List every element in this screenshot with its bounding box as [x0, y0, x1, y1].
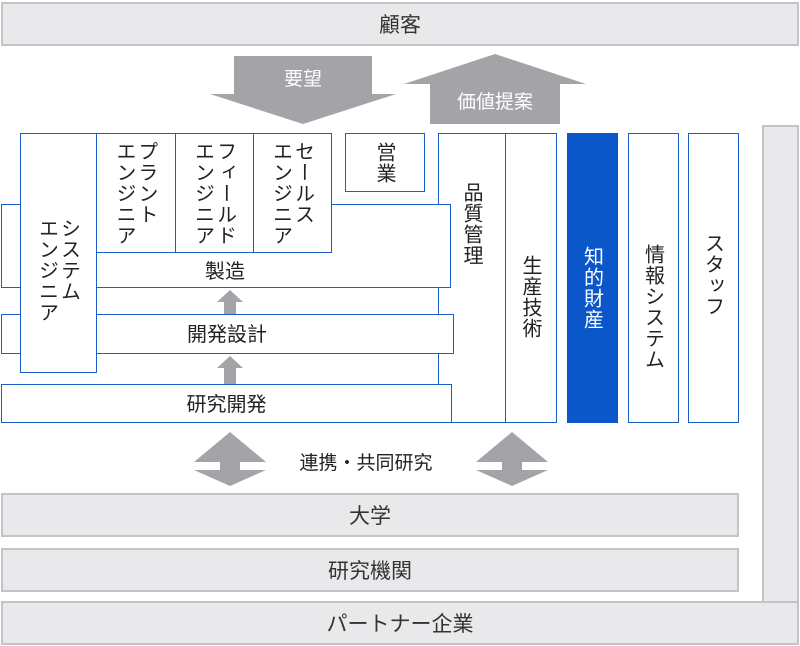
staff-column: スタッフ	[688, 133, 739, 423]
plant-engineer-box: プラント エンジニア	[96, 133, 176, 253]
collab-arrow-right	[476, 432, 548, 486]
research-layer: 研究開発	[1, 384, 452, 423]
info-systems-label: 情報システム	[641, 244, 666, 370]
institute-label: 研究機関	[328, 559, 412, 583]
proposal-label-box: 価値提案	[430, 84, 560, 116]
customer-label: 顧客	[379, 13, 421, 37]
demand-label-box: 要望	[234, 62, 372, 92]
university-bar: 大学	[1, 493, 739, 537]
collaboration-label: 連携・共同研究	[299, 451, 433, 474]
development-label: 開発設計	[187, 322, 267, 346]
ip-label: 知的財産	[580, 246, 605, 330]
staff-label: スタッフ	[701, 233, 726, 317]
info-systems-column: 情報システム	[628, 133, 679, 423]
manufacturing-label: 製造	[205, 259, 245, 283]
system-engineer-label: システム エンジニア	[35, 217, 82, 323]
up-arrow-research-to-dev	[217, 356, 243, 384]
proposal-arrow	[404, 54, 586, 124]
demand-label: 要望	[283, 67, 322, 90]
quality-label: 品質管理	[460, 182, 484, 266]
university-label: 大学	[349, 504, 391, 528]
demand-arrow	[210, 56, 396, 124]
sales-engineer-label: セールス エンジニア	[269, 140, 316, 246]
partner-companies-label: パートナー企業	[326, 612, 474, 636]
partner-side-frame	[762, 125, 799, 615]
collaboration-label-box: 連携・共同研究	[272, 446, 460, 476]
ip-column: 知的財産	[567, 133, 618, 423]
customer-bar: 顧客	[1, 2, 799, 46]
sales-box: 営業	[345, 133, 425, 192]
system-engineer-box: システム エンジニア	[20, 133, 97, 373]
production-tech-column: 生産技術	[505, 133, 557, 423]
partner-companies-bar: パートナー企業	[1, 601, 799, 645]
sales-engineer-box: セールス エンジニア	[253, 133, 332, 253]
institute-bar: 研究機関	[1, 548, 739, 592]
up-arrow-dev-to-mfg	[217, 290, 243, 316]
production-tech-label: 生産技術	[519, 255, 543, 339]
field-engineer-box: フィールド エンジニア	[175, 133, 254, 253]
collab-arrow-left	[194, 432, 266, 486]
proposal-label: 価値提案	[456, 90, 533, 113]
sales-label: 営業	[373, 141, 397, 184]
plant-engineer-label: プラント エンジニア	[113, 140, 159, 246]
research-label: 研究開発	[186, 391, 267, 416]
field-engineer-label: フィールド エンジニア	[191, 140, 238, 246]
